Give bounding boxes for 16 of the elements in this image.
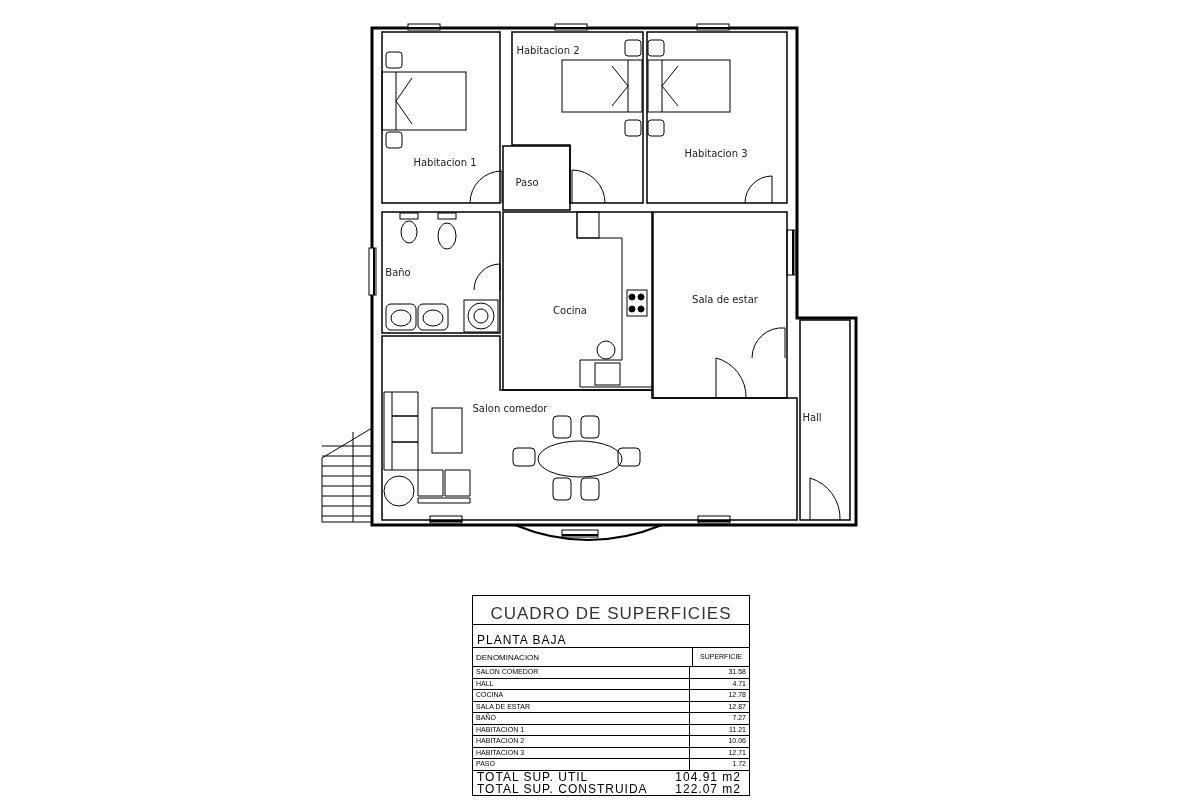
- total-value: 122.07 m2: [675, 782, 741, 795]
- room-label: Salon comedor: [472, 402, 548, 414]
- room-label: Habitacion 1: [413, 156, 477, 168]
- room-label: Baño: [385, 266, 411, 278]
- room-label: Sala de estar: [692, 293, 758, 305]
- room-label: Cocina: [553, 304, 587, 316]
- table-subtitle: PLANTA BAJA: [477, 633, 567, 647]
- total-label: TOTAL SUP. CONSTRUIDA: [477, 782, 648, 795]
- room-label: Paso: [515, 176, 539, 188]
- total-label: TOTAL SUP. UTIL: [477, 770, 589, 783]
- total-value: 104.91 m2: [675, 770, 741, 783]
- column-header: DENOMINACION: [475, 652, 541, 662]
- table-title: CUADRO DE SUPERFICIES: [490, 604, 732, 624]
- room-label: Hall: [802, 411, 822, 423]
- room-label: Habitacion 2: [516, 44, 580, 56]
- room-label: Habitacion 3: [684, 147, 748, 159]
